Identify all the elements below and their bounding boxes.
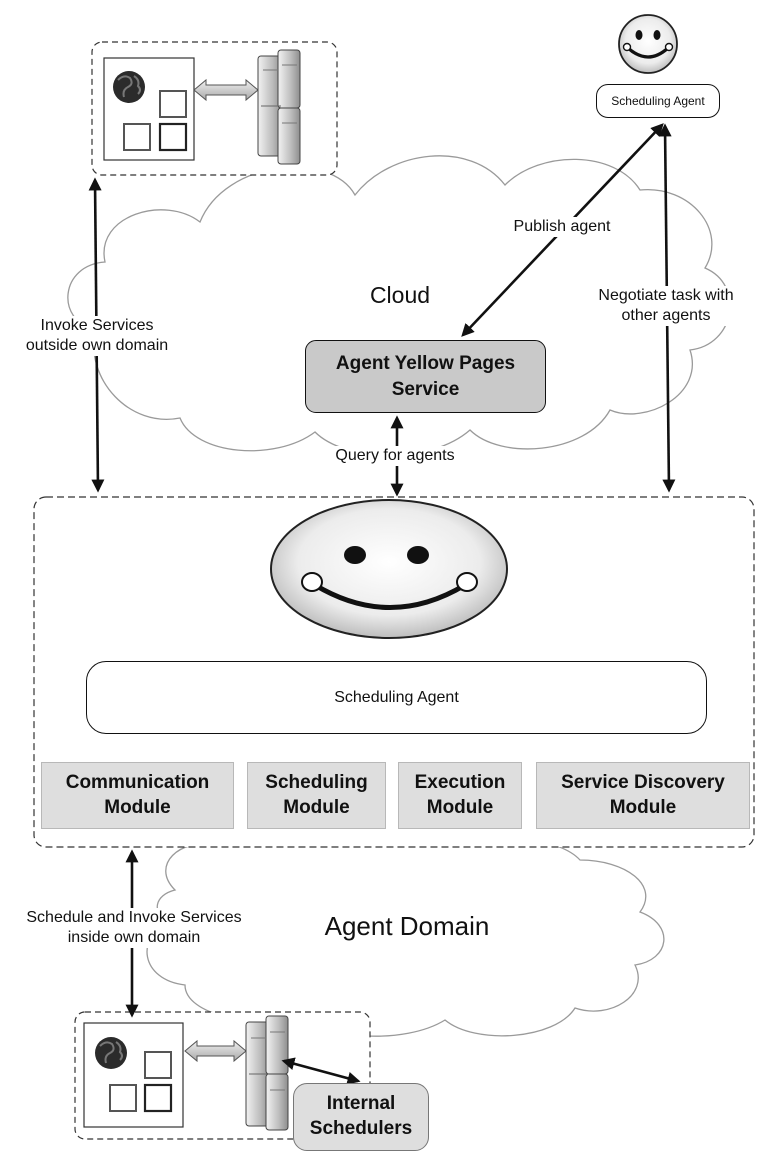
large-smiley-icon: [270, 499, 508, 639]
globe-icon: [113, 71, 145, 103]
communication-module-label: Communication Module: [65, 771, 210, 818]
globe-icon: [95, 1037, 127, 1069]
window-icon: [123, 123, 151, 151]
scheduling-module: Scheduling Module: [247, 762, 386, 829]
internal-schedulers-arrow: [281, 1057, 361, 1085]
execution-module: Execution Module: [398, 762, 522, 829]
schedule-inside-label: Schedule and Invoke Services inside own …: [2, 908, 266, 948]
server-stack-icon: [257, 49, 301, 165]
service-discovery-module-label: Service Discovery Module: [561, 771, 725, 818]
scheduling-module-label: Scheduling Module: [265, 771, 368, 818]
query-agents-label: Query for agents: [324, 446, 466, 466]
small-smiley-icon: [618, 14, 678, 74]
internal-schedulers-box: Internal Schedulers: [293, 1083, 429, 1151]
main-scheduling-agent-label: Scheduling Agent: [334, 688, 459, 706]
communication-module: Communication Module: [41, 762, 234, 829]
yellow-pages-box: Agent Yellow Pages Service: [305, 340, 546, 413]
execution-module-label: Execution Module: [414, 771, 506, 818]
window-icon: [143, 1083, 173, 1113]
window-icon: [158, 122, 188, 152]
invoke-outside-label: Invoke Services outside own domain: [20, 316, 174, 356]
agent-domain-label: Agent Domain: [324, 911, 490, 941]
cloud-label: Cloud: [369, 282, 431, 308]
publish-agent-label: Publish agent: [500, 217, 624, 237]
window-icon: [144, 1051, 172, 1079]
top-scheduling-agent-label: Scheduling Agent: [611, 94, 705, 108]
server-stack-icon: [245, 1015, 289, 1131]
window-icon: [159, 90, 187, 118]
yellow-pages-label: Agent Yellow Pages Service: [335, 352, 516, 400]
internal-schedulers-label: Internal Schedulers: [309, 1093, 413, 1139]
service-discovery-module: Service Discovery Module: [536, 762, 750, 829]
main-scheduling-agent-box: Scheduling Agent: [86, 661, 707, 734]
negotiate-label: Negotiate task with other agents: [586, 286, 746, 326]
top-scheduling-agent-box: Scheduling Agent: [596, 84, 720, 118]
window-icon: [109, 1084, 137, 1112]
